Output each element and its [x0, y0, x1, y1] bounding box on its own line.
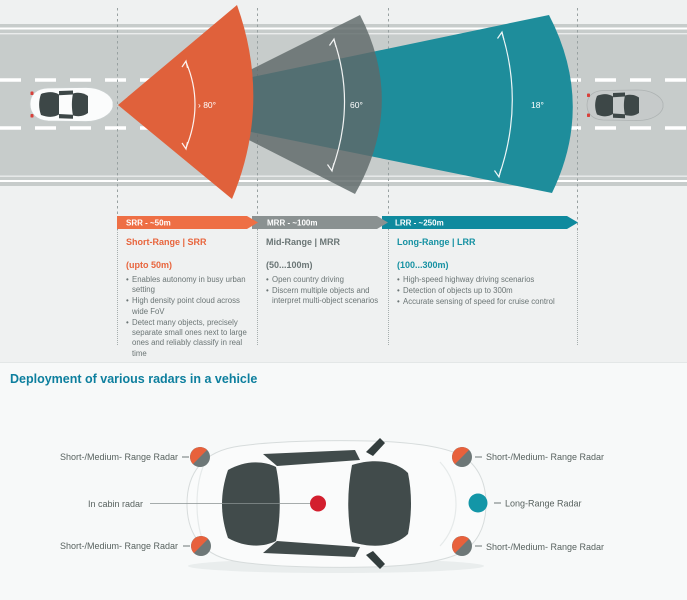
lrr-range-bar [382, 216, 578, 229]
mrr-column-title: Mid-Range | MRR (50...100m) [266, 237, 379, 271]
mrr-subtitle: (50...100m) [266, 259, 313, 270]
long-range-radar-dot [468, 493, 488, 513]
srr-title: Short-Range | SRR [126, 237, 207, 247]
radar-label-rear-left-top: Short-/Medium- Range Radar [60, 452, 178, 462]
list-item: Enables autonomy in busy urban setting [126, 275, 248, 296]
lrr-subtitle: (100...300m) [397, 259, 449, 270]
side-mirror [366, 438, 385, 456]
side-mirror [366, 551, 385, 569]
deployment-diagram: Short-/Medium- Range Radar In cabin rada… [60, 438, 604, 573]
fov-arrows [181, 30, 513, 179]
list-item: High-speed highway driving scenarios [397, 275, 568, 286]
short-medium-radar-dot [190, 447, 210, 467]
list-item: Discern multiple objects and interpret m… [266, 286, 379, 307]
radar-label-rear-left-bottom: Short-/Medium- Range Radar [60, 541, 178, 551]
srr-bullet-list: Enables autonomy in busy urban setting H… [126, 275, 248, 359]
rear-window [222, 462, 280, 546]
srr-subtitle: (upto 50m) [126, 259, 172, 270]
srr-angle-label: › 80° [198, 100, 216, 110]
mrr-range-bar [252, 216, 388, 229]
lrr-column: Long-Range | LRR (100...300m) High-speed… [388, 232, 578, 345]
srr-range-bar [117, 216, 258, 229]
radar-label-front-right-top: Short-/Medium- Range Radar [486, 452, 604, 462]
list-item: Accurate sensing of speed for cruise con… [397, 297, 568, 308]
road-scene: › 80° 60° 18° SRR - ~50m MRR - ~1 [0, 5, 687, 232]
target-car [586, 89, 664, 121]
srr-column: Short-Range | SRR (upto 50m) Enables aut… [117, 232, 257, 358]
list-item: Detect many objects, precisely separate … [126, 318, 248, 359]
windshield [348, 461, 411, 546]
short-medium-radar-dot [452, 536, 472, 556]
page-title: Deployment of various radars in a vehicl… [10, 372, 258, 386]
radar-label-long-range: Long-Range Radar [505, 499, 582, 509]
mrr-column: Mid-Range | MRR (50...100m) Open country… [257, 232, 388, 345]
side-window [263, 450, 360, 466]
mrr-bar-label: MRR - ~100m [267, 219, 317, 228]
short-medium-radar-dot [452, 447, 472, 467]
mrr-angle-label: 60° [350, 100, 363, 110]
list-item: Open country driving [266, 275, 379, 286]
ego-car [29, 87, 114, 122]
srr-column-title: Short-Range | SRR (upto 50m) [126, 237, 248, 271]
deployment-car [186, 438, 487, 569]
mrr-cone [180, 15, 382, 194]
radar-label-in-cabin: In cabin radar [88, 499, 143, 509]
in-cabin-radar-dot [310, 495, 326, 512]
mrr-bullet-list: Open country driving Discern multiple ob… [266, 275, 379, 307]
lrr-bullet-list: High-speed highway driving scenarios Det… [397, 275, 568, 308]
radar-label-front-right-bottom: Short-/Medium- Range Radar [486, 542, 604, 552]
list-item: High density point cloud across wide FoV [126, 296, 248, 317]
srr-bar-label: SRR - ~50m [126, 219, 171, 228]
short-medium-radar-dot [191, 536, 211, 556]
mrr-title: Mid-Range | MRR [266, 237, 341, 247]
lrr-bar-label: LRR - ~250m [395, 219, 444, 228]
srr-cone [118, 5, 254, 199]
lrr-column-title: Long-Range | LRR (100...300m) [397, 237, 568, 271]
lrr-angle-label: 18° [531, 100, 544, 110]
label-dashes [182, 456, 501, 547]
side-window [263, 541, 360, 557]
list-item: Detection of objects up to 300m [397, 286, 568, 297]
lrr-title: Long-Range | LRR [397, 237, 476, 247]
